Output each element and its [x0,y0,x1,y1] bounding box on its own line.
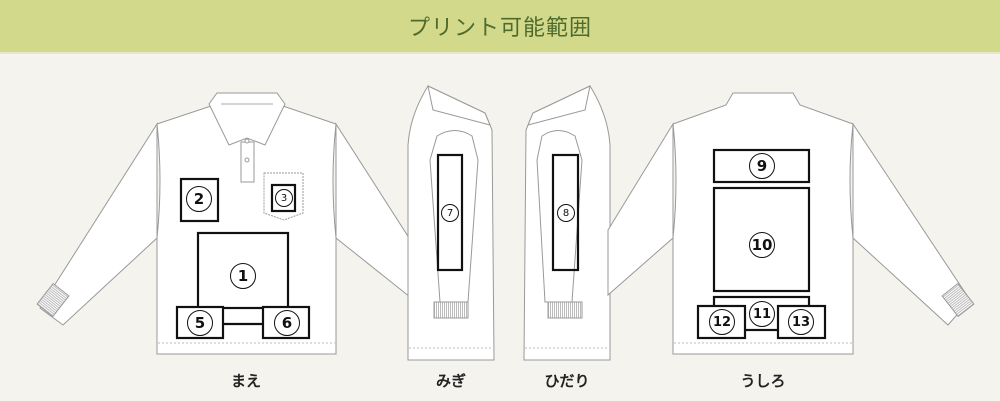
zone-6-label: 6 [274,310,300,336]
page-title: プリント可能範囲 [407,16,592,41]
zone-2-box [179,177,220,223]
zone-8-box [551,153,580,272]
zone-9-label: 9 [749,153,775,179]
zone-9-box [712,148,811,184]
view-label-left-sleeve: ひだり [544,372,590,390]
zone-12-label: 12 [709,309,735,335]
zone-2-label: 2 [186,186,212,212]
zone-10-box [712,186,811,293]
zone-11-label: 11 [749,301,775,327]
view-label-back: うしろ [740,372,786,390]
zone-10-label: 10 [749,232,775,258]
zone-13-label: 13 [788,309,814,335]
zone-7-label: 7 [441,204,459,222]
view-label-right-sleeve: みぎ [435,372,467,390]
page-header: プリント可能範囲 [0,0,1000,52]
view-label-front: まえ [230,372,262,390]
zone-3-box [270,183,297,213]
zone-1-box [196,231,290,310]
left-sleeve [523,85,611,361]
zone-5-label: 5 [187,310,213,336]
zone-7-box [436,153,464,272]
right-sleeve [407,85,495,361]
zone-1-label: 1 [230,263,256,289]
zone-8-label: 8 [557,204,575,222]
zone-3-label: 3 [275,189,293,207]
header-divider [0,52,1000,54]
front-shirt [36,92,421,355]
